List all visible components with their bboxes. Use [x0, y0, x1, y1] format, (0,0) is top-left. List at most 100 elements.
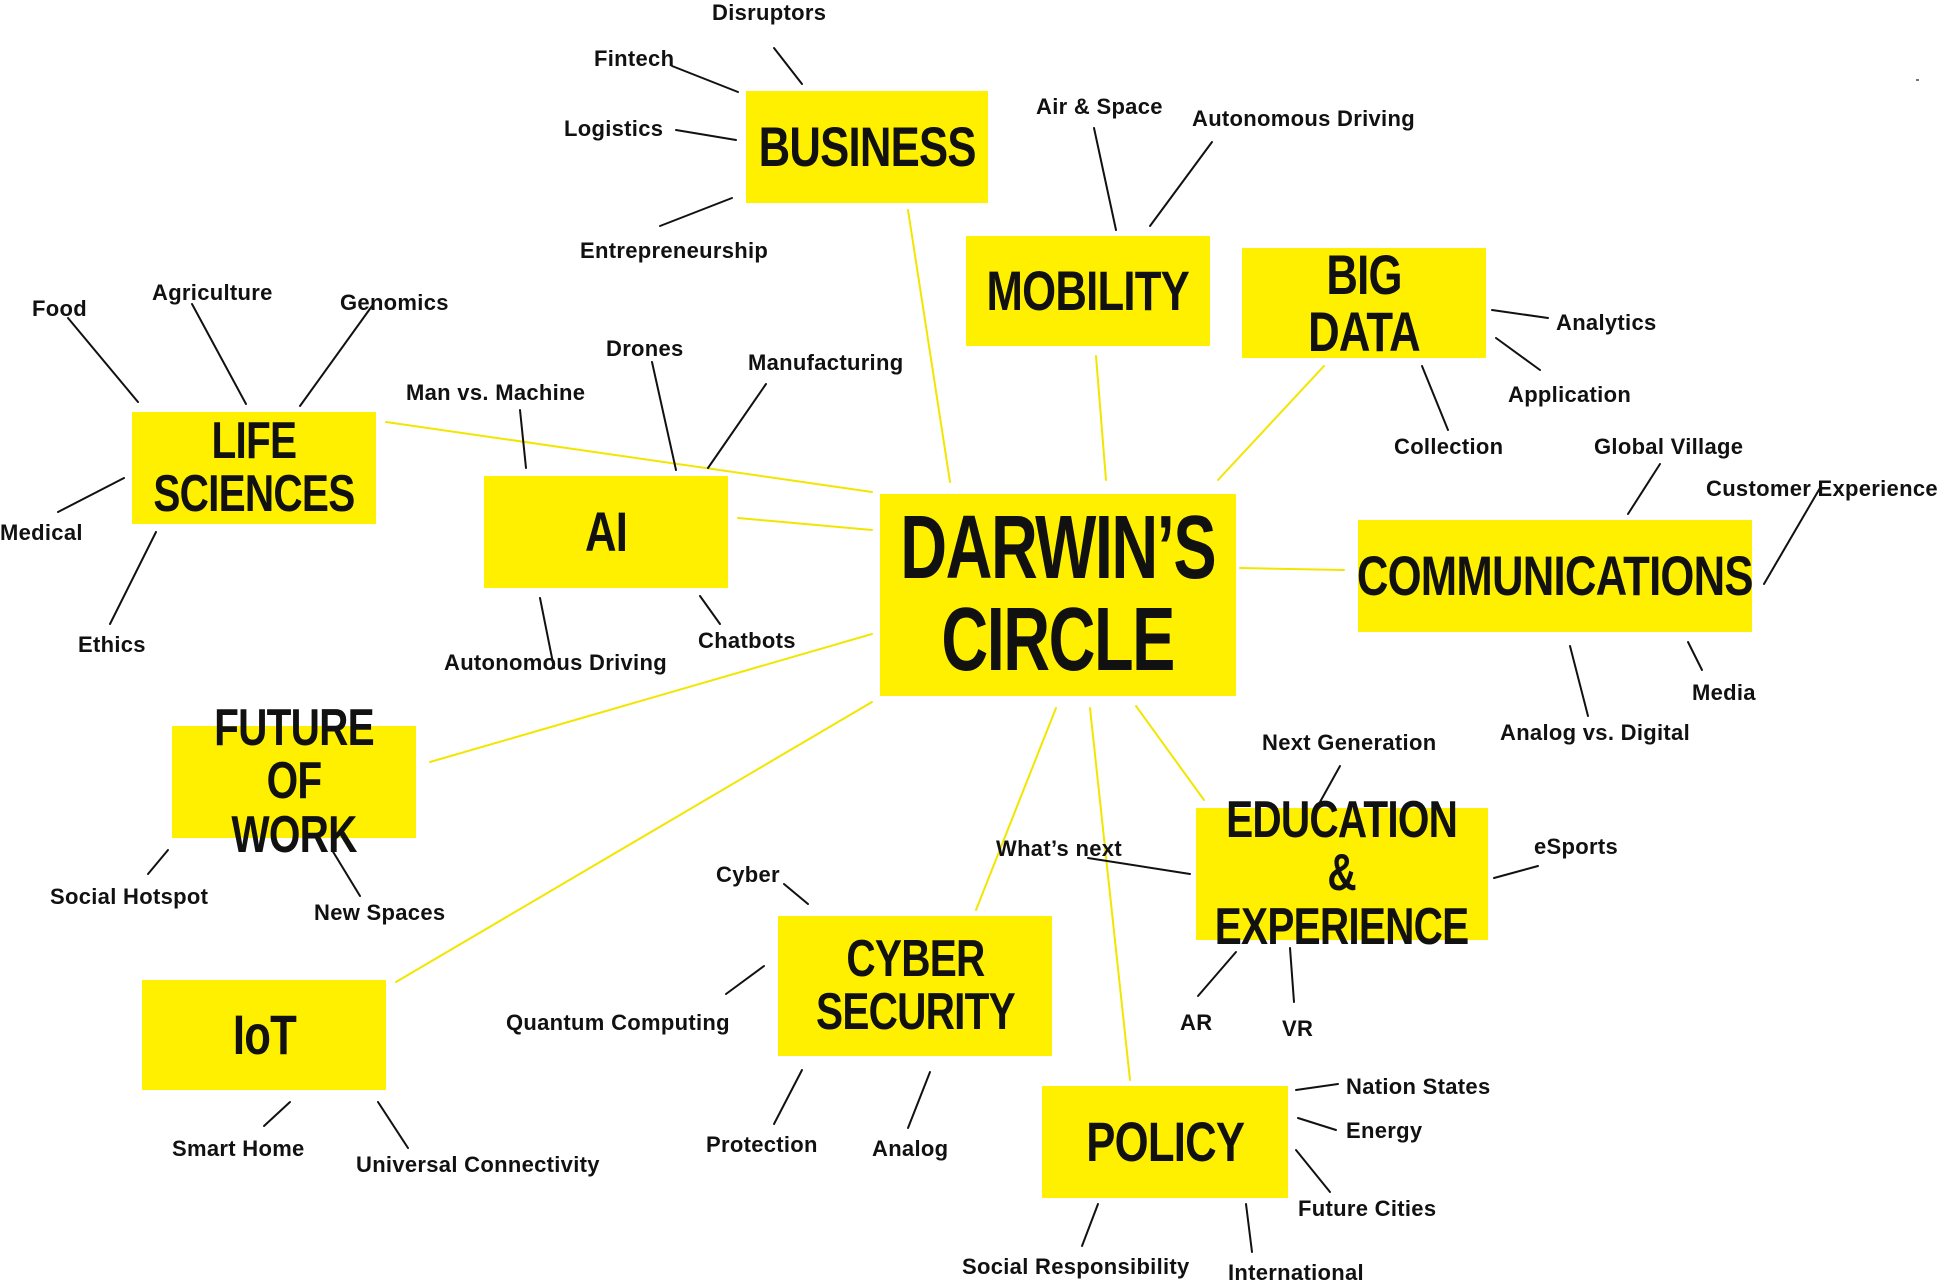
leaf-chatbots: Chatbots	[698, 628, 796, 653]
leaf-line-13	[109, 531, 157, 625]
leaf-ethics: Ethics	[78, 632, 146, 657]
leaf-line-22	[1569, 645, 1589, 717]
leaf-line-33	[725, 965, 765, 995]
topic-policy: POLICY	[1042, 1086, 1288, 1198]
leaf-universal-connectivity: Universal Connectivity	[356, 1152, 600, 1177]
leaf-future-cities: Future Cities	[1298, 1196, 1437, 1221]
hub-line-6	[429, 633, 873, 763]
leaf-line-0	[773, 47, 803, 85]
leaf-line-36	[1295, 1083, 1339, 1091]
leaf-application: Application	[1508, 382, 1632, 407]
topic-future-of-work: FUTURE OF WORK	[172, 702, 416, 861]
topic-policy-label: POLICY	[1086, 1110, 1245, 1174]
leaf-international: International	[1228, 1260, 1364, 1285]
leaf-man-vs-machine: Man vs. Machine	[406, 380, 586, 405]
leaf-genomics: Genomics	[340, 290, 449, 315]
leaf-disruptors: Disruptors	[712, 0, 827, 25]
leaf-line-10	[191, 303, 247, 405]
topic-big-data-label: BIG DATA	[1308, 242, 1420, 363]
leaf-next-generation: Next Generation	[1262, 730, 1437, 755]
leaf-ar: AR	[1180, 1010, 1213, 1035]
topic-iot: IoT	[142, 980, 386, 1090]
leaf-line-12	[57, 477, 125, 513]
topic-communications: COMMUNICATIONS	[1357, 520, 1754, 632]
leaf-line-7	[1495, 337, 1541, 371]
hub-line-7	[1135, 705, 1205, 801]
leaf-analog-vs-digital: Analog vs. Digital	[1500, 720, 1690, 745]
leaf-esports: eSports	[1534, 834, 1619, 859]
leaf-line-39	[1081, 1203, 1099, 1247]
leaf-entrepreneurship: Entrepreneurship	[580, 238, 769, 263]
leaf-whats-next: What’s next	[996, 836, 1122, 861]
leaf-line-18	[699, 595, 721, 625]
leaf-line-31	[377, 1101, 409, 1149]
leaf-social-responsibility: Social Responsibility	[962, 1254, 1190, 1279]
leaf-vr: VR	[1282, 1016, 1314, 1041]
center-title: DARWIN’S CIRCLE	[900, 498, 1217, 690]
topic-cyber-security: CYBER SECURITY	[778, 916, 1052, 1056]
leaf-nation-states: Nation States	[1346, 1074, 1491, 1099]
hub-line-10	[1089, 707, 1131, 1081]
leaf-line-30	[263, 1101, 291, 1127]
leaf-global-village: Global Village	[1594, 434, 1744, 459]
leaf-analog-cyber: Analog	[872, 1136, 949, 1161]
leaf-line-40	[1245, 1203, 1253, 1253]
topic-ai: AI	[484, 476, 728, 588]
leaf-line-17	[539, 597, 555, 669]
leaf-line-37	[1297, 1117, 1337, 1131]
leaf-connectors	[57, 47, 1821, 1253]
leaf-line-2	[675, 129, 737, 141]
leaf-air-space: Air & Space	[1036, 94, 1163, 119]
topic-communications-label: COMMUNICATIONS	[1357, 544, 1754, 608]
leaf-line-21	[1687, 641, 1703, 671]
hub-connectors	[385, 209, 1345, 1081]
topic-cyber-security-label: CYBER SECURITY	[815, 929, 1016, 1041]
topic-business-label: BUSINESS	[758, 115, 976, 179]
leaf-line-32	[783, 883, 809, 905]
topic-iot-label: IoT	[232, 1003, 296, 1067]
leaf-line-11	[299, 305, 373, 407]
leaf-line-4	[1093, 127, 1117, 231]
leaf-line-29	[1289, 947, 1295, 1003]
leaf-line-20	[1763, 487, 1821, 585]
leaf-media: Media	[1692, 680, 1756, 705]
hub-line-3	[385, 421, 873, 493]
leaf-food: Food	[32, 296, 87, 321]
leaf-autonomous-driving-ai: Autonomous Driving	[444, 650, 667, 675]
leaf-line-35	[907, 1071, 931, 1129]
topic-life-sciences: LIFE SCIENCES	[132, 412, 376, 524]
leaf-line-14	[519, 409, 527, 469]
leaf-line-15	[651, 361, 677, 471]
hub-line-2	[1217, 365, 1325, 481]
leaf-line-6	[1491, 309, 1549, 319]
leaf-line-8	[1421, 365, 1449, 431]
leaf-line-34	[773, 1069, 803, 1125]
leaf-agriculture: Agriculture	[152, 280, 273, 305]
leaf-energy: Energy	[1346, 1118, 1423, 1143]
leaf-smart-home: Smart Home	[172, 1136, 305, 1161]
topic-mobility: MOBILITY	[966, 236, 1210, 346]
topic-life-sciences-label: LIFE SCIENCES	[153, 411, 355, 523]
center-node-darwins-circle: DARWIN’S CIRCLE	[880, 494, 1236, 696]
leaf-line-25	[1319, 765, 1341, 803]
leaf-line-38	[1295, 1149, 1331, 1193]
leaf-line-1	[671, 65, 739, 93]
leaf-social-hotspot: Social Hotspot	[50, 884, 209, 909]
leaf-collection: Collection	[1394, 434, 1504, 459]
leaf-line-19	[1627, 463, 1661, 515]
leaf-line-5	[1149, 141, 1213, 227]
leaf-line-27	[1493, 865, 1539, 879]
leaf-new-spaces: New Spaces	[314, 900, 446, 925]
topic-education-experience-label: EDUCATION & EXPERIENCE	[1215, 791, 1469, 956]
leaf-line-9	[67, 317, 139, 403]
leaf-logistics: Logistics	[564, 116, 664, 141]
hub-line-1	[1095, 355, 1107, 481]
leaf-drones: Drones	[606, 336, 684, 361]
leaf-autonomous-driving-mobility: Autonomous Driving	[1192, 106, 1415, 131]
hub-line-9	[975, 707, 1057, 911]
hub-line-5	[1239, 567, 1345, 571]
leaf-manufacturing: Manufacturing	[748, 350, 904, 375]
leaf-line-3	[659, 197, 733, 227]
